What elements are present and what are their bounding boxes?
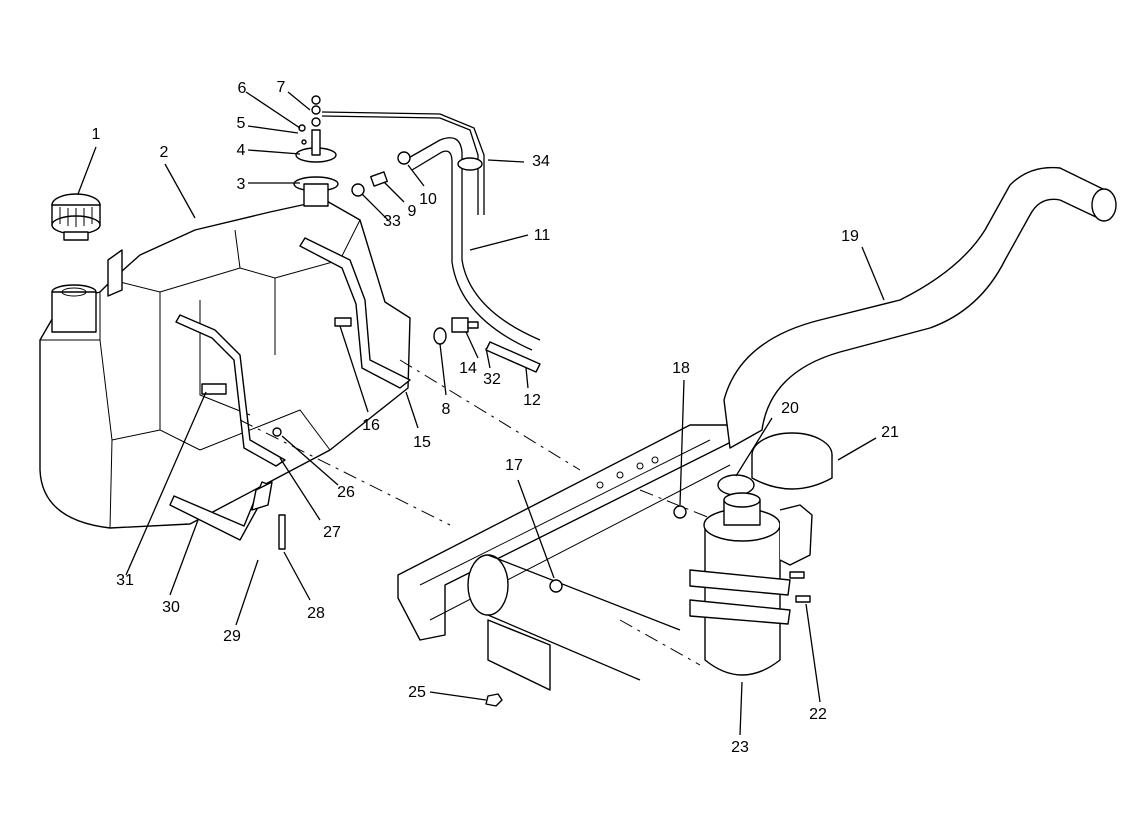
callout-4: 4 <box>237 142 246 159</box>
callout-labels: 1 2 3 4 5 6 7 8 9 10 11 12 14 15 16 17 1… <box>92 79 899 756</box>
callout-14: 14 <box>459 360 477 377</box>
callout-6: 6 <box>238 80 247 97</box>
elbow-fitting <box>433 317 479 345</box>
fuel-line-12 <box>485 341 541 373</box>
callout-20: 20 <box>781 400 799 417</box>
tank-strap-15 <box>299 237 411 389</box>
callout-22: 22 <box>809 706 827 723</box>
frame-rail <box>397 424 736 641</box>
callout-19: 19 <box>841 228 859 245</box>
callout-25: 25 <box>408 684 426 701</box>
callout-32: 32 <box>483 371 501 388</box>
callout-16: 16 <box>362 417 380 434</box>
leader-lines <box>77 91 885 736</box>
tank-bracket <box>169 481 273 541</box>
nut-26 <box>272 427 282 437</box>
callout-11: 11 <box>534 227 551 244</box>
callout-29: 29 <box>223 628 241 645</box>
tank-strap-27 <box>175 314 286 467</box>
callout-34: 34 <box>532 153 550 170</box>
callout-18: 18 <box>672 360 690 377</box>
hose-end <box>1091 188 1117 222</box>
callout-15: 15 <box>413 434 431 451</box>
sender-fuel-line <box>321 115 479 215</box>
callout-30: 30 <box>162 599 180 616</box>
callout-7: 7 <box>277 79 286 96</box>
callout-1: 1 <box>92 126 101 143</box>
filler-neck <box>51 284 97 333</box>
callout-23: 23 <box>731 739 749 756</box>
bolt-28 <box>278 514 286 550</box>
nut-17 <box>549 579 563 593</box>
callout-27: 27 <box>323 524 341 541</box>
fuel-hose <box>404 137 541 351</box>
callout-28: 28 <box>307 605 325 622</box>
axle-tube <box>467 554 681 691</box>
callout-17: 17 <box>505 457 523 474</box>
fittings <box>351 151 411 197</box>
callout-2: 2 <box>160 144 169 161</box>
nut-25 <box>485 693 503 707</box>
fuel-sender <box>293 95 339 207</box>
callout-5: 5 <box>237 115 246 132</box>
callout-10: 10 <box>419 191 437 208</box>
callout-26: 26 <box>337 484 355 501</box>
air-cleaner <box>689 432 833 676</box>
bolt-31 <box>201 383 227 395</box>
nut-18 <box>673 505 687 519</box>
callout-9: 9 <box>408 203 417 220</box>
callout-33: 33 <box>383 213 401 230</box>
fuel-cap <box>51 193 101 241</box>
bolt-16 <box>334 317 352 327</box>
callout-31: 31 <box>116 572 134 589</box>
callout-3: 3 <box>237 176 246 193</box>
fuel-tank <box>39 199 411 529</box>
callout-8: 8 <box>442 401 451 418</box>
tank-side-bracket <box>107 249 123 297</box>
callout-12: 12 <box>523 392 541 409</box>
callout-21: 21 <box>881 424 899 441</box>
